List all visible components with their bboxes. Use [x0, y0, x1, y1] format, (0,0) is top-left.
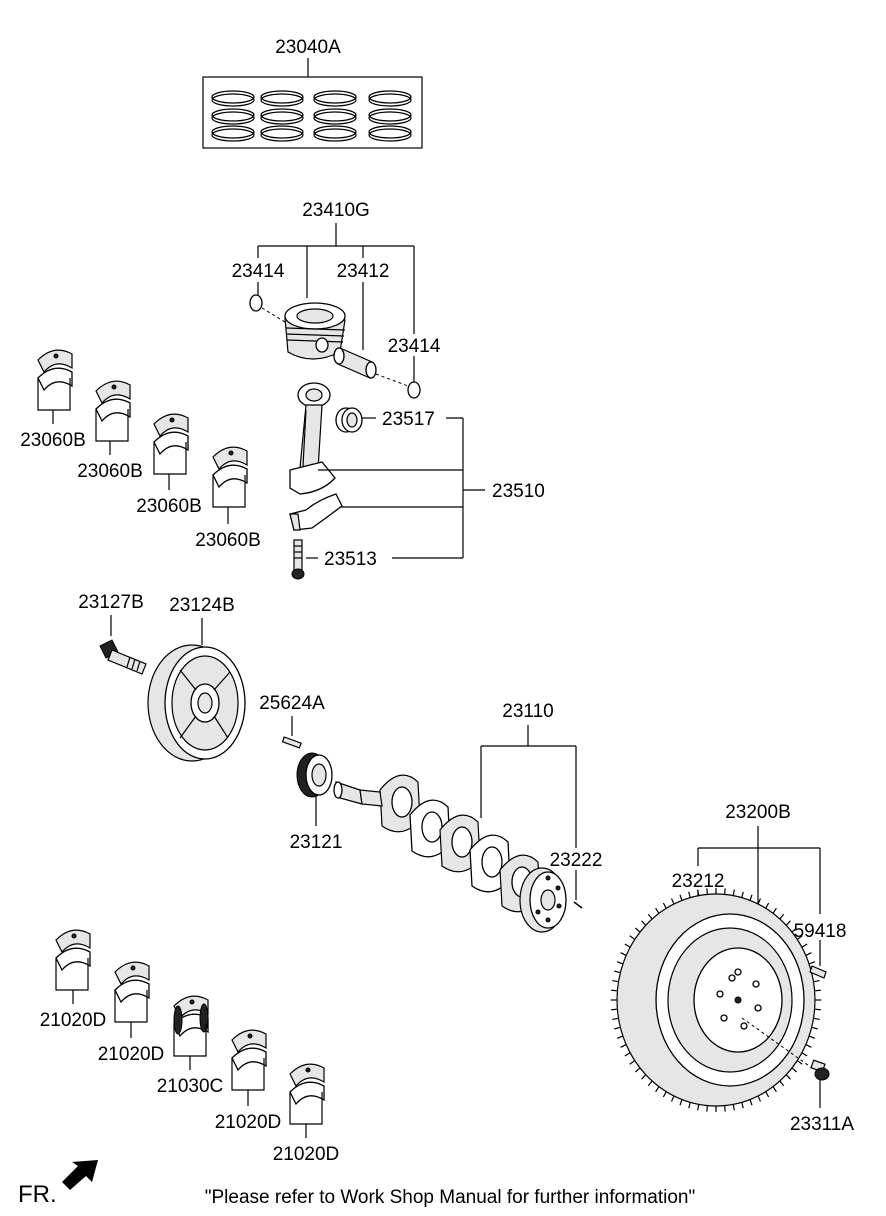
label-piston-pin: 23412	[337, 261, 390, 282]
snap-ring-right[interactable]	[408, 382, 420, 398]
conrod-bearing-1[interactable]	[38, 350, 72, 390]
conrod-bearing-3[interactable]	[154, 414, 188, 454]
connecting-rod[interactable]	[290, 383, 335, 494]
label-conrod-bearing-4: 23060B	[195, 530, 261, 551]
conrod-bolt[interactable]	[292, 540, 304, 579]
label-flywheel-bolt: 23311A	[790, 1114, 854, 1135]
label-conrod-assy: 23510	[492, 481, 545, 502]
front-indicator: FR.	[18, 1181, 57, 1208]
piston-ring-stack	[261, 91, 303, 141]
label-conrod-bearing-3: 23060B	[136, 496, 202, 517]
label-pin: 23222	[550, 850, 603, 871]
label-damper-pulley: 23124B	[169, 595, 235, 616]
conrod-cap[interactable]	[290, 494, 342, 530]
conrod-bearing-2[interactable]	[96, 381, 130, 421]
damper-pulley[interactable]	[148, 645, 245, 761]
front-direction-arrow-icon	[62, 1160, 98, 1190]
footer-note: "Please refer to Work Shop Manual for fu…	[205, 1187, 695, 1208]
label-snap-ring-right: 23414	[388, 336, 441, 357]
label-flywheel-assy: 23200B	[725, 802, 791, 823]
label-main-bearing-1: 21020D	[40, 1010, 107, 1031]
damper-bolt[interactable]	[100, 640, 146, 674]
label-crankshaft-assy: 23110	[502, 701, 553, 722]
label-key: 25624A	[259, 693, 325, 714]
label-crank-sprocket: 23121	[290, 832, 343, 853]
thrust-bearing[interactable]	[174, 996, 208, 1036]
label-thrust-bearing: 21030C	[157, 1076, 224, 1097]
label-conrod-bearing-1: 23060B	[20, 430, 86, 451]
conrod-bushing[interactable]	[336, 408, 362, 432]
conrod-leader-lines	[306, 418, 485, 558]
label-piston-assy: 23410G	[302, 200, 370, 221]
crank-sprocket[interactable]	[297, 753, 332, 797]
piston-ring-set[interactable]	[203, 58, 422, 148]
crankshaft[interactable]	[334, 775, 540, 912]
crankshaft-flange[interactable]	[520, 868, 566, 932]
crankshaft-pin[interactable]	[574, 902, 582, 908]
label-damper-bolt: 23127B	[78, 592, 144, 613]
snap-ring-left[interactable]	[250, 295, 262, 311]
piston-ring-stack	[212, 91, 254, 141]
label-main-bearing-4: 21020D	[273, 1144, 340, 1165]
label-piston-ring-set: 23040A	[275, 37, 341, 58]
conrod-bearing-4[interactable]	[213, 447, 247, 487]
label-snap-ring-left: 23414	[232, 261, 285, 282]
label-main-bearing-2: 21020D	[98, 1044, 165, 1065]
label-conrod-bolt: 23513	[324, 549, 377, 570]
label-main-bearing-3: 21020D	[215, 1112, 282, 1133]
woodruff-key[interactable]	[283, 737, 302, 748]
piston-ring-stack	[369, 91, 411, 141]
main-bearing-5[interactable]	[290, 1064, 324, 1104]
main-bearing-1[interactable]	[56, 930, 90, 970]
flywheel[interactable]	[611, 888, 822, 1112]
main-bearing-4[interactable]	[232, 1030, 266, 1070]
piston-ring-stack	[314, 91, 356, 141]
label-dowel-pin: 59418	[794, 921, 847, 942]
label-conrod-bearing-2: 23060B	[77, 461, 143, 482]
label-conrod-bushing: 23517	[382, 409, 435, 430]
flywheel-bolt[interactable]	[811, 1060, 829, 1080]
main-bearing-2[interactable]	[115, 962, 149, 1002]
piston-pin[interactable]	[334, 348, 376, 378]
